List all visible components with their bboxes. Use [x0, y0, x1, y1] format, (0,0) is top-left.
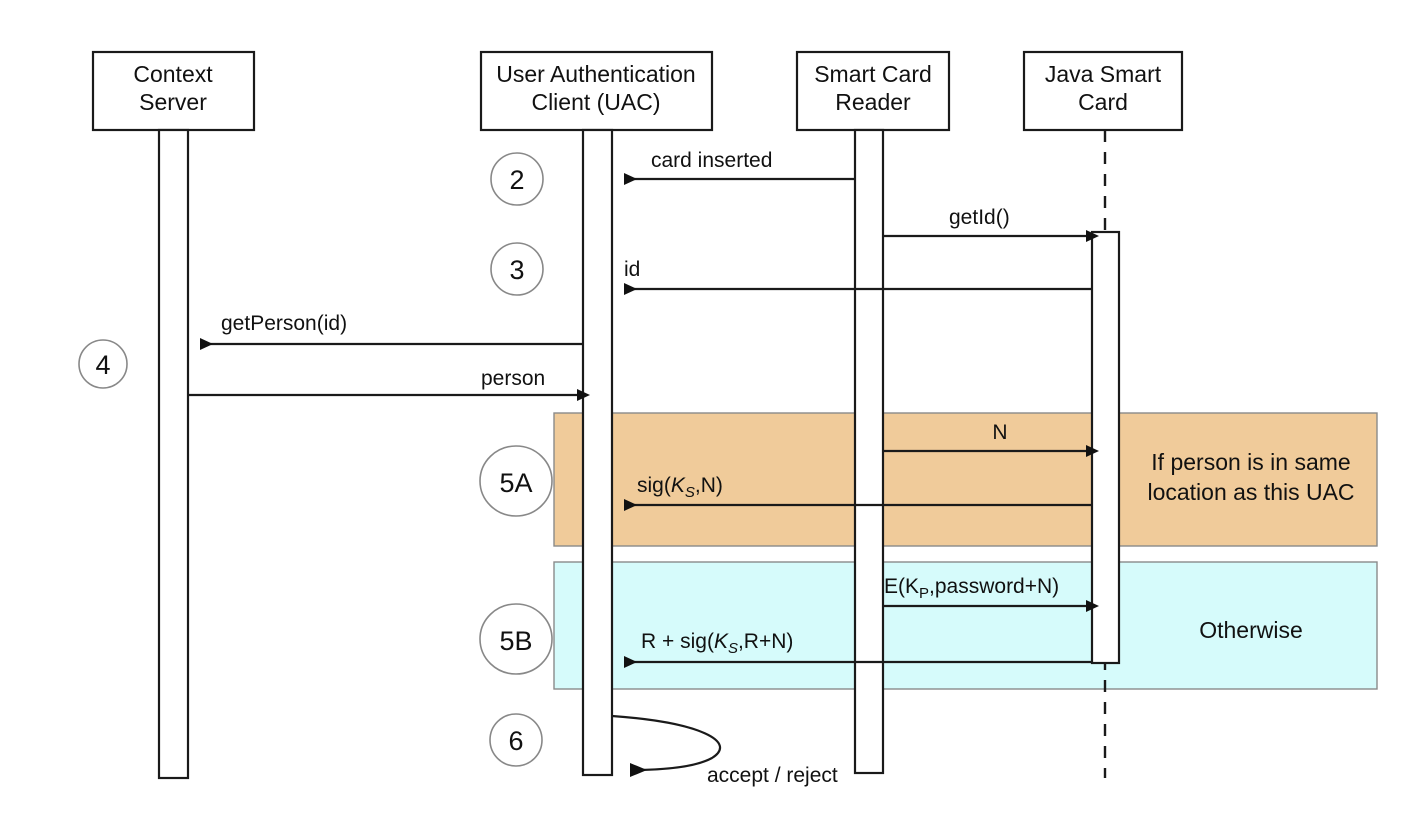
message-label-person: person [481, 367, 545, 390]
message-label-card-inserted: card inserted [651, 149, 772, 172]
fragment-5a-band [553, 412, 1378, 547]
step-marker-4-circle[interactable] [78, 339, 128, 389]
step-marker-6-circle[interactable] [489, 713, 543, 767]
sig-ks-n-part-sub: S [685, 484, 695, 501]
step-marker-2-label: 2 [509, 165, 524, 195]
actor-label-context-server-line2: Server [139, 89, 207, 115]
step-marker-5b-label: 5B [499, 626, 532, 656]
message-arrow-accept-reject[interactable] [611, 714, 722, 777]
step-marker-3-circle[interactable] [490, 242, 544, 296]
step-marker-4-label: 4 [95, 350, 110, 380]
e-kp-part-close: ,password+N) [929, 575, 1059, 598]
actor-box-context-server[interactable] [91, 50, 256, 132]
message-label-n: N [992, 421, 1007, 444]
step-marker-2-circle[interactable] [490, 152, 544, 206]
fragment-5b-band [553, 561, 1378, 690]
message-label-r-sig-ks-r-n: R + sig(KS,R+N) [641, 630, 793, 657]
fragment-5a-note-line1: If person is in same [1151, 449, 1350, 475]
step-marker-5a-label: 5A [499, 468, 532, 498]
actor-box-java-smart-card[interactable] [1022, 50, 1184, 132]
activation-bar-uac [581, 128, 614, 777]
actor-label-context-server-line1: Context [133, 61, 213, 87]
sig-ks-n-part-k: K [671, 474, 686, 497]
actor-box-uac[interactable] [479, 50, 714, 132]
fragment-5a-note-line2: location as this UAC [1147, 479, 1354, 505]
sig-ks-n-part-open: sig( [637, 474, 671, 497]
step-marker-6-label: 6 [508, 726, 523, 756]
message-label-e-kp-password: E(KP,password+N) [884, 575, 1059, 602]
activation-bar-java-smart-card [1090, 230, 1121, 665]
actor-label-uac-line1: User Authentication [496, 61, 695, 87]
sig-ks-n-part-close: ,N) [695, 474, 723, 497]
fragment-5b-note-line1: Otherwise [1199, 617, 1303, 643]
message-label-getperson: getPerson(id) [221, 312, 347, 335]
message-label-id: id [624, 258, 640, 281]
actor-label-uac-line2: Client (UAC) [531, 89, 660, 115]
step-marker-3-label: 3 [509, 255, 524, 285]
r-sig-part-close: ,R+N) [738, 630, 793, 653]
message-label-sig-ks-n: sig(KS,N) [637, 474, 723, 501]
e-kp-part-open: E( [884, 575, 905, 598]
activation-bar-smart-card-reader [853, 128, 885, 775]
actor-label-smart-card-reader-line1: Smart Card [814, 61, 932, 87]
e-kp-part-k: K [905, 575, 919, 598]
actor-label-smart-card-reader-line2: Reader [835, 89, 911, 115]
actor-label-java-smart-card-line1: Java Smart [1045, 61, 1162, 87]
r-sig-part-open: R + sig( [641, 630, 714, 653]
e-kp-part-sub: P [919, 585, 929, 602]
step-marker-5a-circle[interactable] [479, 445, 553, 517]
actor-label-java-smart-card-line2: Card [1078, 89, 1128, 115]
message-label-getid: getId() [949, 206, 1010, 229]
r-sig-part-k: K [714, 630, 729, 653]
message-label-accept-reject: accept / reject [707, 764, 838, 787]
step-marker-5b-circle[interactable] [479, 603, 553, 675]
r-sig-part-sub: S [728, 640, 738, 657]
activation-bar-context-server [157, 128, 190, 780]
